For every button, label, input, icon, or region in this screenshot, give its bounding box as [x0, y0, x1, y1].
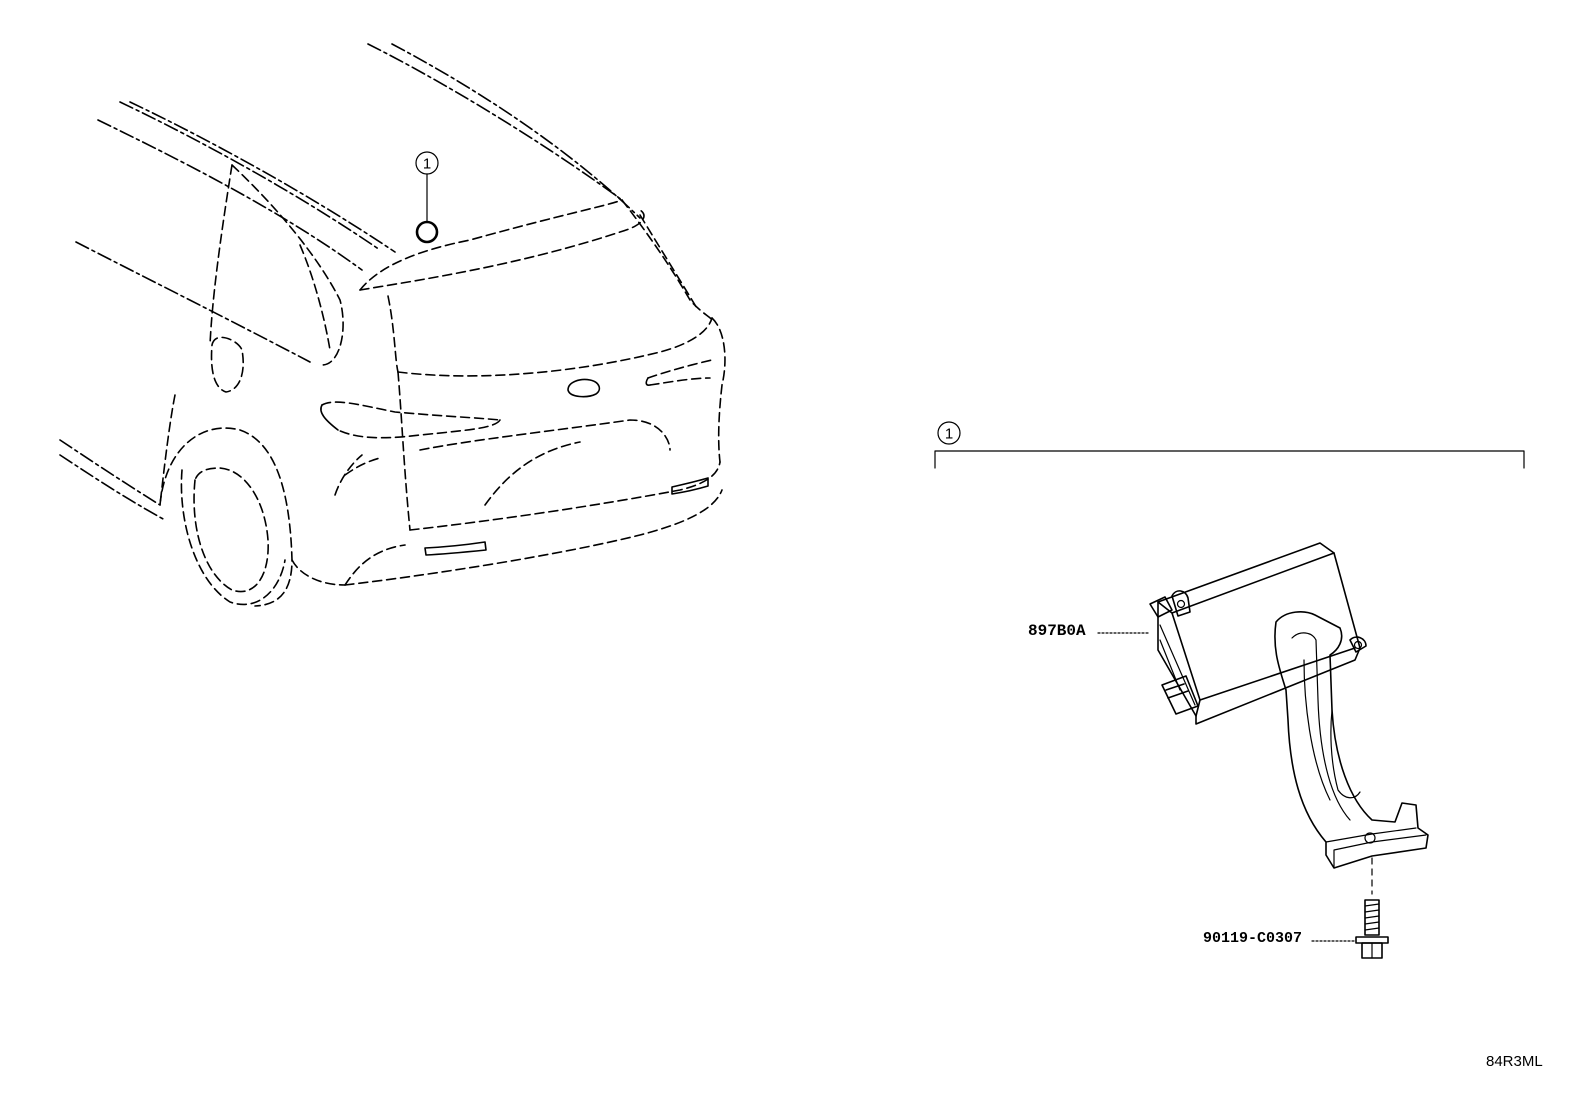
location-marker: [415, 220, 439, 244]
callout-number: 1: [423, 156, 431, 173]
callout-number: 1: [945, 426, 953, 443]
vehicle-callout: [415, 151, 439, 244]
ecu-module: [1149, 542, 1367, 725]
assembly-bracket: [934, 421, 1525, 469]
bolt: [1355, 857, 1389, 959]
vehicle-outline: [59, 43, 726, 607]
callout-circle: [937, 421, 961, 445]
mounting-bracket: [1274, 611, 1429, 869]
illustration-code: 84R3ML: [1486, 1053, 1543, 1070]
part-number-label: 897B0A: [1028, 622, 1086, 640]
part-number-label: 90119-C0307: [1203, 930, 1303, 947]
